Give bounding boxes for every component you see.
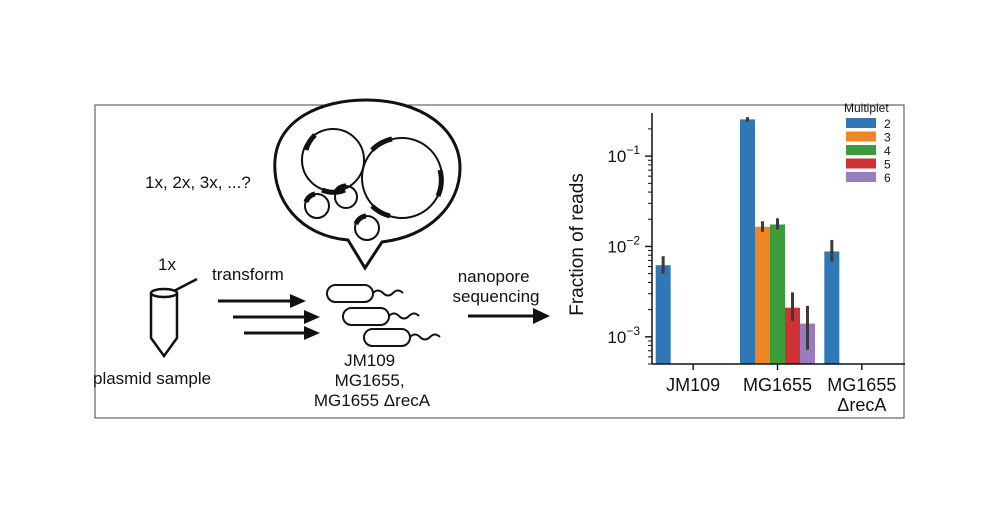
legend-swatch bbox=[846, 131, 876, 142]
sequencing-line: sequencing bbox=[453, 287, 540, 306]
x-tick-label: MG1655 bbox=[827, 375, 896, 395]
legend-swatch bbox=[846, 145, 876, 155]
tube-rim bbox=[149, 287, 179, 299]
y-tick-exponent: −2 bbox=[626, 233, 640, 247]
tube-label: 1x bbox=[158, 255, 176, 274]
y-tick-exponent: −3 bbox=[626, 324, 640, 338]
sequencing-line: nanopore bbox=[458, 267, 530, 286]
plasmid-insert bbox=[333, 183, 347, 194]
transform-arrows bbox=[218, 294, 320, 340]
schematic: 1x, 2x, 3x, ...? 1x plasmid sample trans… bbox=[93, 98, 550, 410]
flagellum bbox=[388, 312, 420, 320]
plasmid-circle bbox=[304, 193, 330, 219]
plasmid-insert bbox=[435, 169, 444, 197]
y-axis-label: Fraction of reads bbox=[567, 173, 588, 316]
legend-title: Multiplet bbox=[844, 101, 889, 115]
errorbars-layer bbox=[661, 117, 834, 350]
plasmid-circle bbox=[354, 215, 380, 241]
legend-swatch bbox=[846, 172, 876, 182]
panel-frame bbox=[94, 104, 905, 419]
strains-label: JM109 MG1655, MG1655 ΔrecA bbox=[314, 351, 431, 410]
bar bbox=[824, 251, 840, 364]
bars-layer bbox=[655, 119, 840, 364]
legend-swatch bbox=[846, 118, 876, 128]
legend-label: 3 bbox=[884, 131, 891, 145]
plasmid-insert bbox=[370, 204, 391, 219]
y-tick-base: 10 bbox=[607, 328, 626, 347]
legend-label: 6 bbox=[884, 171, 891, 185]
strain-line: MG1655 ΔrecA bbox=[314, 391, 431, 410]
y-tick-base: 10 bbox=[607, 147, 626, 166]
transform-label: transform bbox=[212, 265, 284, 284]
plasmid-insert bbox=[303, 191, 316, 204]
tube-lid bbox=[173, 277, 198, 293]
legend-swatch bbox=[846, 158, 876, 169]
bar bbox=[785, 307, 800, 364]
arrow-head bbox=[304, 310, 320, 324]
bar bbox=[655, 265, 671, 364]
question-label: 1x, 2x, 3x, ...? bbox=[145, 173, 251, 192]
x-tick-label: ΔrecA bbox=[837, 395, 886, 415]
bacteria-icon bbox=[326, 284, 441, 347]
flagellum bbox=[409, 333, 441, 341]
y-tick-label: 10−3 bbox=[607, 324, 640, 347]
plasmid-insert bbox=[370, 136, 393, 152]
y-tick-base: 10 bbox=[607, 237, 626, 256]
speech-bubble bbox=[273, 98, 462, 271]
strain-line: MG1655, bbox=[335, 371, 405, 390]
plasmid-insert bbox=[303, 133, 317, 151]
bar bbox=[755, 226, 770, 364]
bacterium-cell bbox=[326, 284, 374, 303]
flagellum bbox=[372, 289, 404, 297]
sample-label: plasmid sample bbox=[93, 369, 211, 388]
y-tick-label: 10−2 bbox=[607, 233, 640, 256]
legend-label: 2 bbox=[884, 117, 891, 131]
x-tick-label: MG1655 bbox=[743, 375, 812, 395]
x-tick-label: JM109 bbox=[666, 375, 720, 395]
plasmid-insert bbox=[353, 213, 367, 226]
y-tick-exponent: −1 bbox=[626, 143, 640, 157]
arrow-head bbox=[304, 326, 320, 340]
plasmid-insert bbox=[321, 187, 346, 195]
bar bbox=[770, 224, 785, 364]
bar bbox=[740, 119, 755, 364]
tube-icon bbox=[149, 293, 179, 359]
y-tick-label: 10−1 bbox=[607, 143, 640, 166]
arrow-head bbox=[533, 308, 550, 324]
strain-line: JM109 bbox=[344, 351, 395, 370]
sequencing-label: nanopore sequencing bbox=[453, 267, 540, 306]
arrow-head bbox=[290, 294, 306, 308]
legend-label: 5 bbox=[884, 158, 891, 172]
legend-label: 4 bbox=[884, 144, 891, 158]
bacterium-cell bbox=[342, 307, 390, 326]
bacterium-cell bbox=[363, 328, 411, 347]
